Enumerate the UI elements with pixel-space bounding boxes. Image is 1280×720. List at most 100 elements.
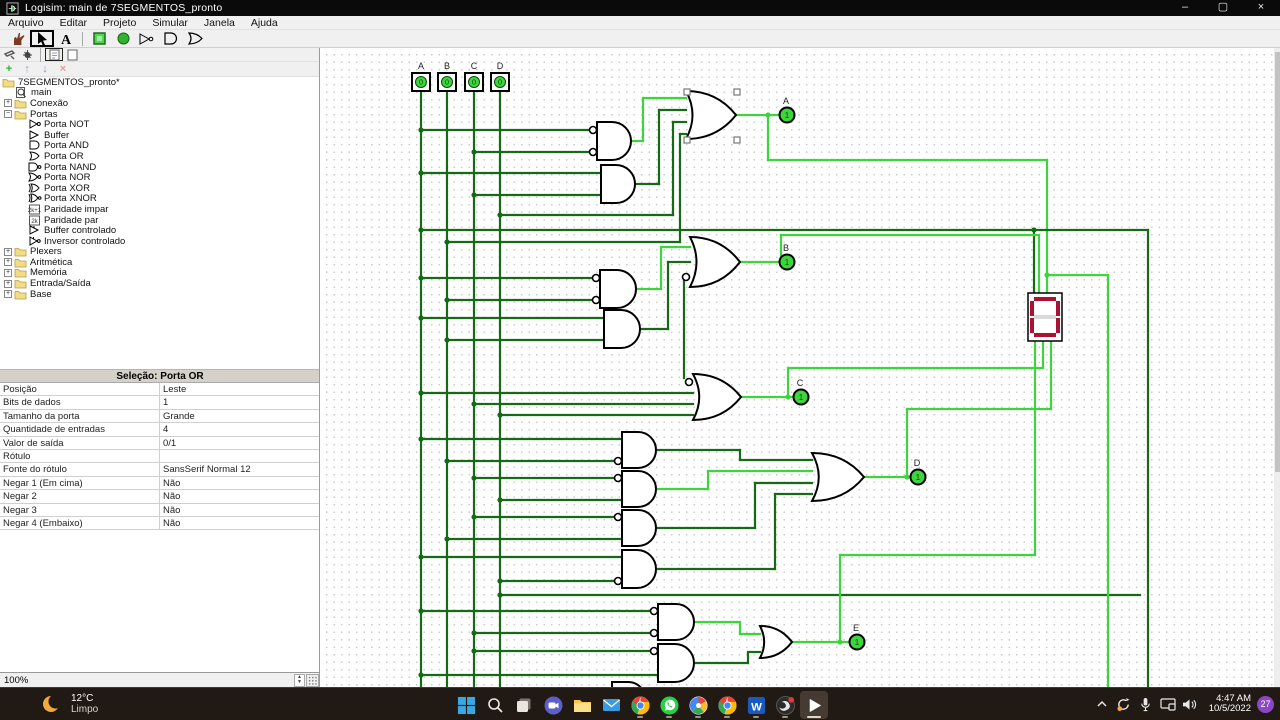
and-gate[interactable] (621, 470, 657, 508)
attribute-value[interactable]: Grande (163, 410, 195, 422)
tray-volume[interactable] (1180, 693, 1200, 715)
taskbar-app-file-explorer[interactable] (568, 691, 596, 719)
output-pin-C[interactable] (792, 388, 810, 406)
taskbar-app-whatsapp[interactable] (655, 691, 683, 719)
expand-icon[interactable]: + (4, 279, 12, 288)
tree-item-inversor-controlado[interactable]: Inversor controlado (0, 236, 320, 247)
taskbar-app-task-view[interactable] (510, 691, 538, 719)
menu-item-janela[interactable]: Janela (203, 16, 235, 29)
taskbar-app-search[interactable] (481, 691, 509, 719)
or-gate[interactable] (684, 89, 738, 141)
tree-item-porta-xnor[interactable]: Porta XNOR (0, 193, 320, 204)
taskbar-app-photos[interactable] (684, 691, 712, 719)
maximize-button[interactable]: ▢ (1217, 1, 1229, 13)
tree-item-aritm-tica[interactable]: +Aritmética (0, 257, 320, 268)
tree-item-7segmentos-pronto-[interactable]: 7SEGMENTOS_pronto* (0, 77, 320, 88)
remove-circuit-icon[interactable]: × (59, 63, 67, 75)
move-up-icon[interactable]: ↑ (24, 63, 30, 75)
input-pin-state[interactable] (415, 76, 427, 88)
canvas-vertical-scrollbar[interactable] (1274, 48, 1280, 687)
selection-handle[interactable] (733, 136, 741, 144)
attribute-value[interactable]: 0/1 (163, 437, 177, 449)
tree-item-buffer[interactable]: Buffer (0, 130, 320, 141)
taskbar-clock[interactable]: 4:47 AM 10/5/2022 (1209, 693, 1251, 715)
or-gate[interactable] (691, 372, 743, 422)
select-tool-icon[interactable] (30, 30, 54, 47)
tray-chevron-up[interactable] (1092, 693, 1112, 715)
input-pin-state[interactable] (494, 76, 506, 88)
tree-item-buffer-controlado[interactable]: Buffer controlado (0, 225, 320, 236)
tree-item-base[interactable]: +Base (0, 289, 320, 300)
zoom-spinner[interactable]: ▲▼ (294, 673, 305, 687)
collapse-icon[interactable]: − (4, 110, 12, 119)
attribute-row[interactable]: Rótulo (0, 449, 320, 464)
attribute-value[interactable]: Leste (163, 384, 187, 395)
and-gate[interactable] (621, 549, 657, 589)
tree-item-porta-nor[interactable]: Porta NOR (0, 172, 320, 183)
text-tool-icon[interactable]: A (54, 30, 78, 47)
or-gate[interactable] (810, 451, 866, 503)
edit-appearance-icon[interactable] (63, 48, 81, 61)
tree-item-porta-or[interactable]: Porta OR (0, 151, 320, 162)
and-gate[interactable] (621, 431, 657, 469)
input-pin-state[interactable] (441, 76, 453, 88)
attribute-value[interactable]: Não (163, 504, 181, 516)
poke-tool-icon[interactable] (6, 30, 30, 47)
tree-item-porta-nand[interactable]: Porta NAND (0, 162, 320, 173)
tree-item-porta-xor[interactable]: Porta XOR (0, 183, 320, 194)
attribute-value[interactable]: Não (163, 477, 181, 489)
output-pin-tool-icon[interactable] (111, 30, 135, 47)
output-pin-A[interactable] (778, 106, 796, 124)
expand-icon[interactable]: + (4, 99, 12, 108)
menu-item-projeto[interactable]: Projeto (103, 16, 137, 29)
input-pin-tool-icon[interactable] (87, 30, 111, 47)
and-gate[interactable] (603, 309, 641, 349)
output-pin-E[interactable] (848, 633, 866, 651)
taskbar-app-start[interactable] (452, 691, 480, 719)
output-pin-D[interactable] (909, 468, 927, 486)
tree-item-conex-o[interactable]: +Conexão (0, 98, 320, 109)
menu-item-arquivo[interactable]: Arquivo (8, 16, 44, 29)
or-gate[interactable] (688, 235, 742, 289)
attribute-value[interactable]: Não (163, 517, 181, 529)
attribute-value[interactable]: SansSerif Normal 12 (163, 464, 251, 476)
move-down-icon[interactable]: ↓ (42, 63, 48, 75)
or-gate-tool-icon[interactable] (183, 30, 207, 47)
expand-icon[interactable]: + (4, 268, 12, 277)
tree-item-plexers[interactable]: +Plexers (0, 246, 320, 257)
tree-item-portas[interactable]: −Portas (0, 109, 320, 120)
taskbar-app-teams[interactable] (539, 691, 567, 719)
tray-sync[interactable] (1114, 693, 1134, 715)
menu-item-simular[interactable]: Simular (152, 16, 188, 29)
close-button[interactable]: × (1257, 1, 1265, 13)
menu-item-ajuda[interactable]: Ajuda (250, 16, 278, 29)
taskbar-app-word[interactable]: W (742, 691, 770, 719)
tree-item-porta-and[interactable]: Porta AND (0, 140, 320, 151)
tray-cast[interactable] (1158, 693, 1178, 715)
add-circuit-icon[interactable]: + (5, 63, 13, 75)
and-gate[interactable] (657, 603, 695, 641)
minimize-button[interactable]: – (1181, 1, 1189, 13)
tree-item-porta-not[interactable]: Porta NOT (0, 119, 320, 130)
selection-handle[interactable] (733, 88, 741, 96)
or-gate[interactable] (758, 624, 794, 660)
tree-item-mem-ria[interactable]: +Memória (0, 267, 320, 278)
taskbar-weather[interactable]: 12°C Limpo (40, 688, 98, 720)
selection-handle[interactable] (683, 88, 691, 96)
and-gate[interactable] (600, 164, 636, 204)
and-gate[interactable] (599, 269, 637, 309)
edit-layout-icon[interactable] (45, 48, 63, 61)
taskbar-app-logisim[interactable] (800, 691, 828, 719)
taskbar-app-chrome[interactable] (626, 691, 654, 719)
menu-item-editar[interactable]: Editar (59, 16, 88, 29)
input-pin-state[interactable] (468, 76, 480, 88)
taskbar-app-chrome-2[interactable] (713, 691, 741, 719)
attribute-row[interactable]: Negar 4 (Embaixo)Não (0, 516, 320, 531)
